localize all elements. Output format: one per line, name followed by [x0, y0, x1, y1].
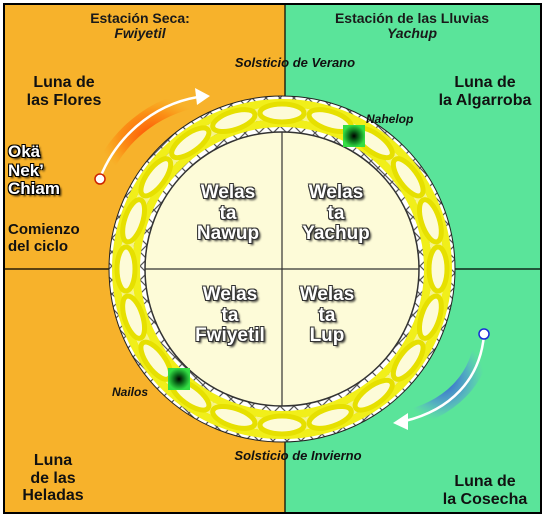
moon-heladas: Luna de las Heladas	[22, 452, 84, 505]
braid-links	[114, 101, 450, 437]
braid-link	[210, 403, 258, 431]
quadrant-fwiyetil: Welas ta Fwiyetil	[195, 284, 265, 347]
braid-link	[120, 197, 148, 245]
braid-link	[114, 244, 138, 294]
wet-season-header: Estación de las Lluvias Yachup	[302, 10, 522, 42]
dry-season-name: Fwiyetil	[114, 25, 166, 42]
braid-link	[169, 125, 212, 161]
winter-solstice-label: Solsticio de Invierno	[234, 448, 362, 463]
end-arrow-origin	[478, 328, 490, 340]
end-arrow-head	[393, 413, 408, 430]
cycle-start-name: Okä Nek’ Chiam	[8, 142, 60, 199]
braid-link	[416, 197, 444, 245]
braid-link	[390, 156, 426, 199]
nahelop-label: Nahelop	[366, 112, 414, 126]
braid-link	[210, 107, 258, 135]
braid-link	[120, 293, 148, 341]
cycle-start-label: Comienzo del ciclo	[8, 221, 80, 255]
outer-border	[3, 3, 542, 514]
quadrant-yachup: Welas ta Yachup	[302, 182, 370, 245]
nahelop-star-marker	[343, 125, 365, 147]
braid-link	[426, 244, 450, 294]
moon-cosecha: Luna de la Cosecha	[442, 473, 528, 508]
braid-link	[257, 413, 307, 437]
moon-flores: Luna de las Flores	[26, 74, 102, 109]
quadrant-lup: Welas ta Lup	[299, 284, 355, 347]
start-arrow-origin	[94, 173, 106, 185]
dry-season-title: Estación Seca:	[90, 10, 190, 26]
moon-algarroba: Luna de la Algarroba	[438, 74, 532, 109]
wet-season-title: Estación de las Lluvias	[334, 10, 490, 26]
nailos-label: Nailos	[112, 385, 149, 399]
wet-season-name: Yachup	[386, 25, 438, 42]
summer-solstice-label: Solsticio de Verano	[234, 55, 356, 70]
start-arrow	[98, 95, 199, 179]
braid-link	[257, 101, 307, 125]
braid-link	[390, 339, 426, 382]
braid-link	[138, 156, 174, 199]
start-arrow-head	[195, 88, 210, 105]
end-arrow	[404, 334, 486, 423]
nailos-star-marker	[168, 368, 190, 390]
dry-season-header: Estación Seca: Fwiyetil	[40, 10, 240, 42]
braid-link	[416, 293, 444, 341]
braid-link	[306, 403, 354, 431]
braid-link	[352, 377, 395, 413]
quadrant-nawup: Welas ta Nawup	[196, 182, 260, 245]
